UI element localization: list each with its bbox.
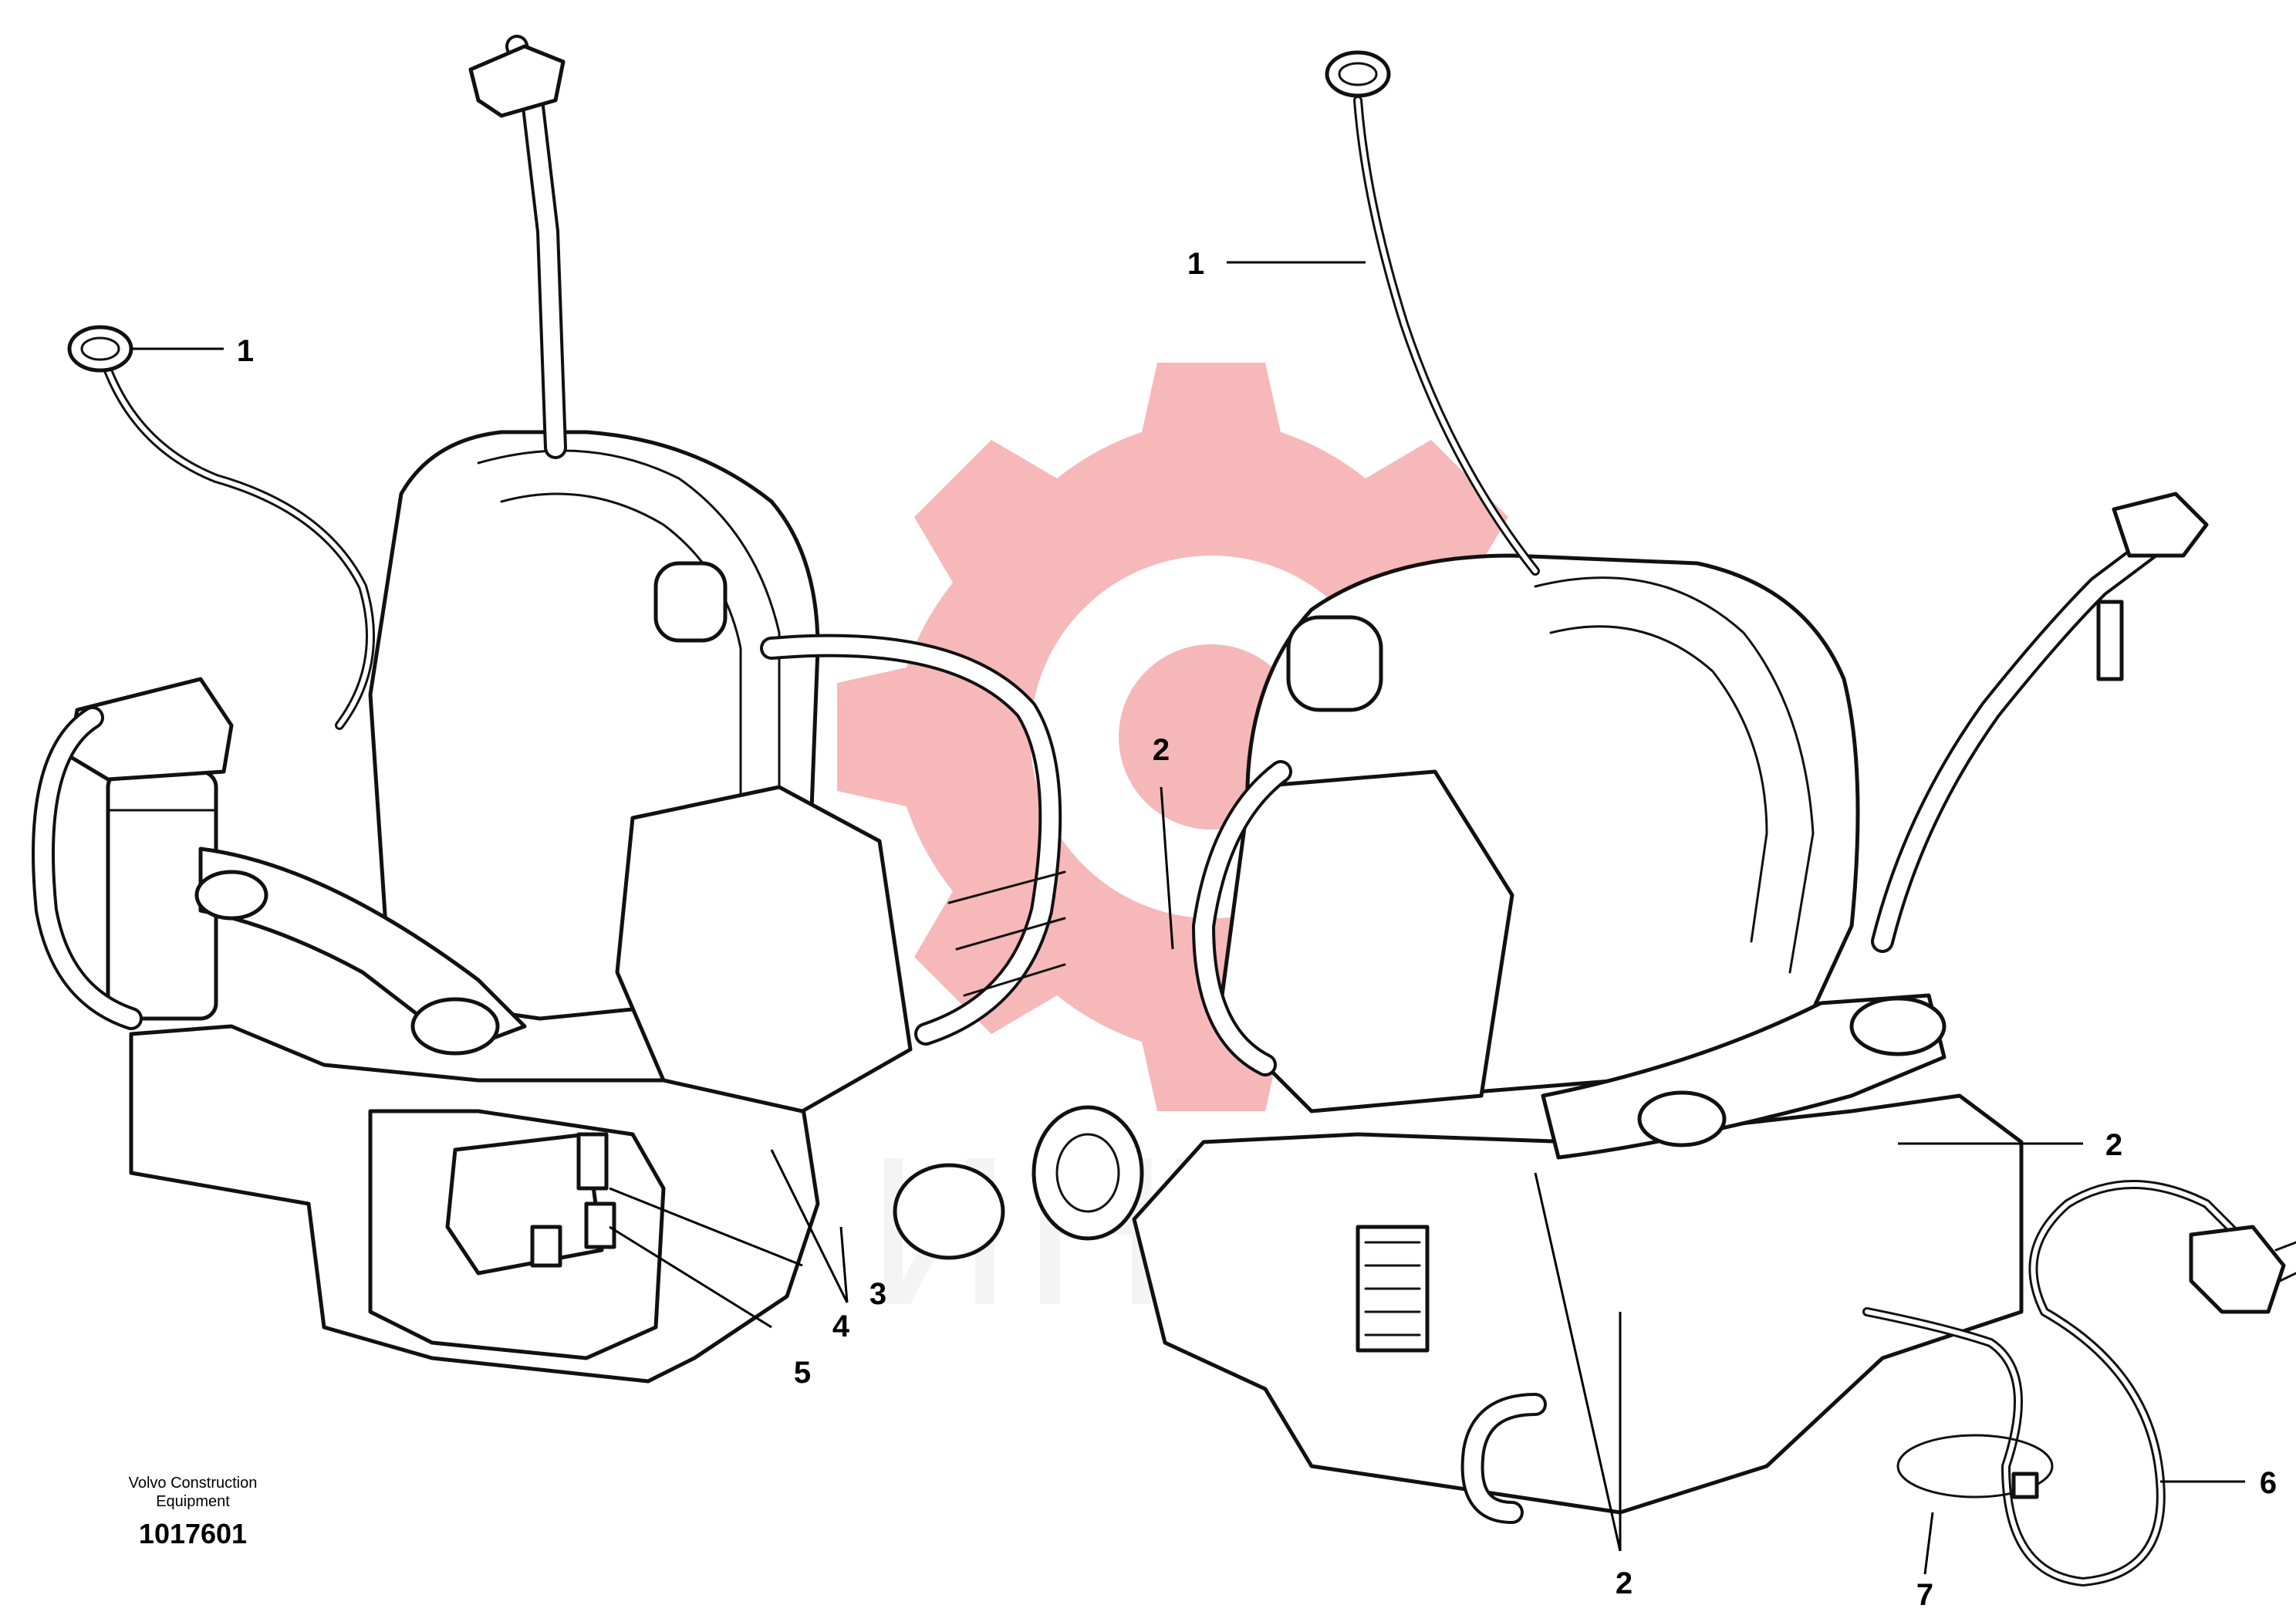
caption-company-line2: Equipment [156,1493,230,1510]
callout-right-1: 1 [1187,247,1204,281]
callout-leader-lines [131,261,2245,1575]
right-housing-rib-inner [1549,625,1768,943]
drawing-caption: Volvo Construction Equipment 1017601 [129,1475,258,1549]
right-housing-rib [1534,576,1815,974]
callout-right-6: 6 [2260,1466,2277,1500]
right-connector-pins [1364,1241,1421,1336]
callout-left-5: 5 [794,1356,811,1390]
caption-drawing-number: 1017601 [139,1518,247,1549]
callout-left-3: 3 [869,1277,886,1311]
left-transmission-assembly [32,35,1066,1384]
left-housing-rib-inner [500,492,742,804]
left-accumulator [653,561,728,643]
right-mount-bushing [1849,996,1947,1056]
left-wiring-harness-1 [103,366,375,730]
callout-right-2-bottom: 2 [1616,1566,1633,1600]
left-mount-bushing-2 [410,997,500,1056]
callout-right-7: 7 [1916,1578,1933,1612]
right-transmission-assembly [1032,50,2296,1587]
callout-right-2-top: 2 [1153,733,1170,767]
pressure-sensor-4 [584,1201,616,1249]
right-transmission-base-housing [1132,1093,2024,1515]
speed-sensor-plug-icon [2189,1225,2286,1314]
left-control-valve-body [615,785,913,1113]
left-dipstick-handle [468,44,566,118]
left-harness-connectors [947,870,1066,997]
right-breather-cap [1286,615,1383,712]
callout-left-1: 1 [237,334,254,368]
callout-right-2-side: 2 [2105,1128,2122,1162]
right-harness-connector-icon [1325,50,1391,98]
right-tube-clip [2096,600,2124,681]
right-oil-filter [1032,1105,1144,1241]
pressure-sensor-5 [530,1225,562,1268]
left-harness-connector-icon [67,325,133,373]
right-mount-bushing-2 [1637,1090,1727,1147]
caption-company-line1: Volvo Construction [129,1475,258,1492]
callout-left-4: 4 [832,1309,850,1343]
left-pump-flange [893,1163,1005,1260]
cable-tie-7 [1896,1434,2054,1499]
right-dipstick-handle [2112,492,2209,558]
cable-tie-head [2011,1472,2039,1499]
pressure-sensor-3 [576,1132,609,1191]
left-mount-bushing [194,870,268,921]
callout-labels: 1 3 4 5 1 2 2 2 6 7 [237,247,2277,1612]
